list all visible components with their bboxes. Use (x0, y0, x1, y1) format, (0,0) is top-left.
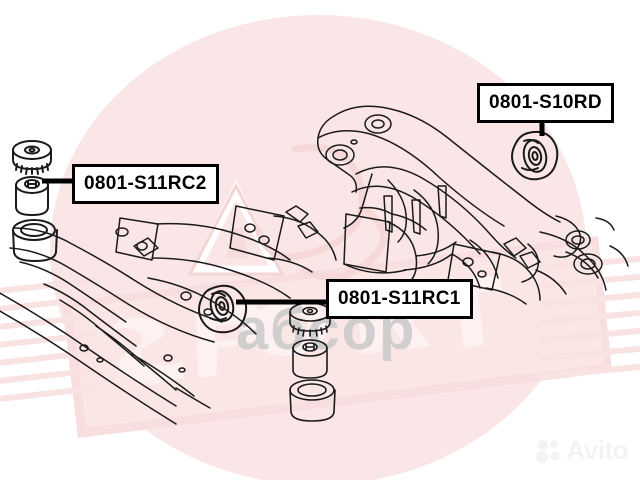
subframe-body (343, 173, 499, 289)
rear-crossmember (316, 105, 615, 283)
callout-label-0801-s10rd[interactable]: 0801-S10RD (477, 83, 614, 123)
callout-label-0801-s11rc1[interactable]: 0801-S11RC1 (326, 279, 473, 319)
callout-label-0801-s11rc2[interactable]: 0801-S11RC2 (72, 164, 219, 204)
bushing-stack-center (289, 302, 336, 422)
callout-leader-lines (42, 117, 545, 305)
bushing-0801-s11rc2 (12, 140, 58, 262)
lower-arm-rails (0, 292, 177, 425)
bushing-0801-s10rd (511, 130, 559, 181)
bushing-0801-s11rc1 (198, 284, 248, 334)
left-subframe-tail (131, 353, 211, 409)
right-bracket-cluster (447, 231, 629, 305)
left-lower-arm (9, 205, 337, 391)
